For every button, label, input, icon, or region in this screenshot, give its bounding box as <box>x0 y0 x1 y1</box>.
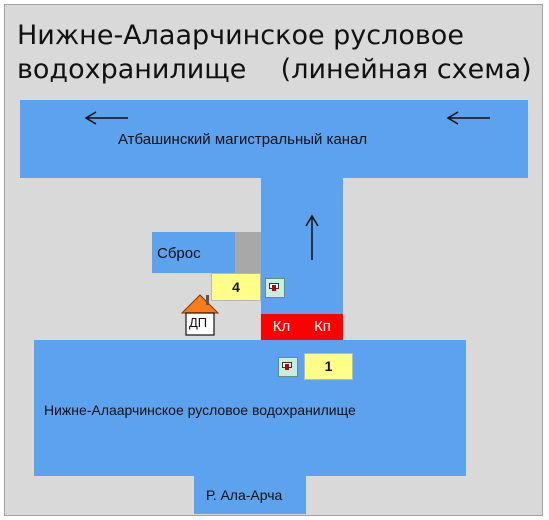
valve-right[interactable]: Кп <box>302 314 343 340</box>
spillway <box>152 232 235 273</box>
channel <box>261 178 343 340</box>
station-label: ДП <box>189 315 208 330</box>
river <box>194 476 306 514</box>
arrow-left-icon <box>84 111 128 125</box>
river-label: Р. Ала-Арча <box>206 487 283 503</box>
gauge-1[interactable]: 1 <box>304 353 353 380</box>
title-line-2: водохранилище (линейная схема) <box>17 54 532 85</box>
house-icon[interactable] <box>179 291 221 339</box>
reservoir-label: Нижне-Алаарчинское русловое водохранилищ… <box>44 402 356 418</box>
canal-label: Атбашинский магистральный канал <box>118 131 368 148</box>
gauge-4[interactable]: 4 <box>211 273 261 301</box>
gate-icon[interactable] <box>265 278 285 298</box>
title-line-1: Нижне-Алаарчинское русловое <box>17 20 464 51</box>
spillway-gate <box>235 232 261 273</box>
gate-icon[interactable] <box>278 357 298 377</box>
reservoir <box>34 340 466 476</box>
spillway-label: Сброс <box>157 245 201 262</box>
canal <box>20 100 528 178</box>
arrow-left-icon <box>446 111 490 125</box>
arrow-up-icon <box>305 214 319 260</box>
page-title: Нижне-Алаарчинское русловое водохранилищ… <box>17 19 542 87</box>
valve-left[interactable]: Кл <box>261 314 302 340</box>
